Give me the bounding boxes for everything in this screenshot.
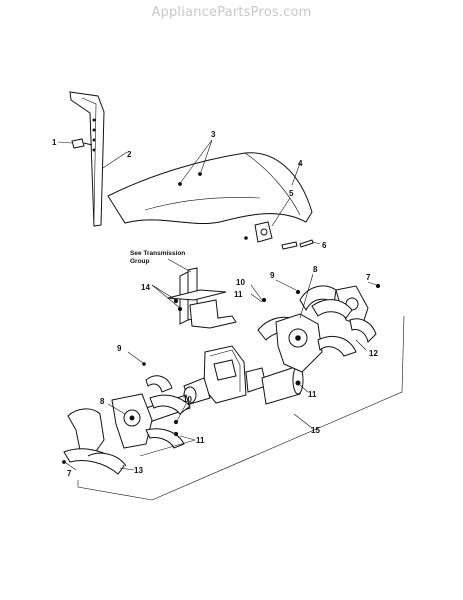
callout-14: 14 <box>141 283 150 292</box>
callout-13: 13 <box>134 466 143 475</box>
callout-11-lower: 11 <box>196 436 205 445</box>
callout-8-right: 8 <box>313 265 318 274</box>
bracket-part-2 <box>69 91 105 227</box>
callout-4: 4 <box>298 159 303 168</box>
knob-part-1 <box>71 138 93 149</box>
left-tine-assembly <box>62 362 191 475</box>
callout-9-left: 9 <box>117 344 122 353</box>
callout-11-mid: 11 <box>308 390 317 399</box>
right-tine-assembly <box>257 283 381 386</box>
bracket-assembly-part-14 <box>167 267 237 329</box>
callout-8-left: 8 <box>100 397 105 406</box>
callout-10-right: 10 <box>236 278 245 287</box>
transmission-note-line1: See Transmission <box>130 250 185 257</box>
callout-7-right: 7 <box>366 273 371 282</box>
tine-shield-part-4 <box>107 152 313 243</box>
callout-5: 5 <box>289 189 294 198</box>
callout-15: 15 <box>311 426 320 435</box>
callout-2: 2 <box>127 150 132 159</box>
callout-12: 12 <box>369 349 378 358</box>
callout-10-left: 10 <box>183 395 192 404</box>
watermark: AppliancePartsPros.com <box>151 5 312 20</box>
callout-1: 1 <box>52 138 57 147</box>
pin-part-6 <box>281 239 321 250</box>
callout-9-right: 9 <box>270 271 275 280</box>
callout-3: 3 <box>211 130 216 139</box>
callout-11-upper: 11 <box>234 290 243 299</box>
transmission-housing <box>183 345 267 405</box>
transmission-note-line2: Group <box>130 258 150 265</box>
callout-7-left: 7 <box>67 469 72 478</box>
callout-6: 6 <box>322 241 327 250</box>
